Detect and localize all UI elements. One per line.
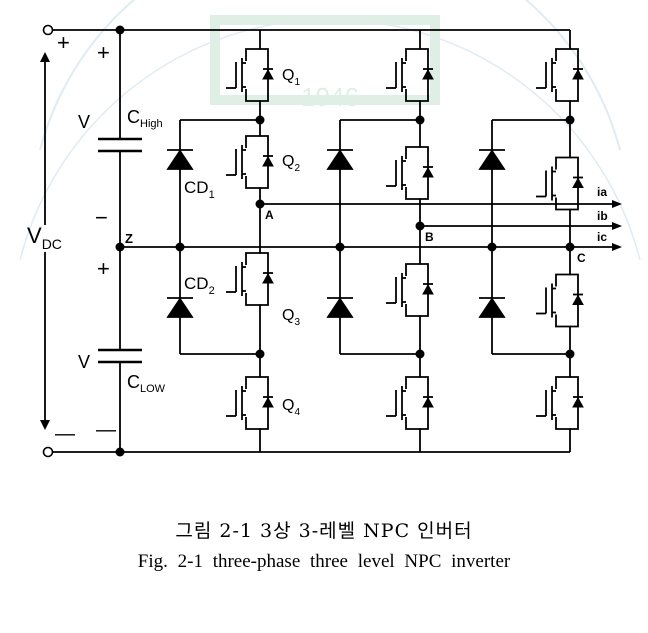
- clamp-diode-c2: [478, 297, 506, 318]
- igbt-c3: [536, 247, 584, 354]
- label-cd2: CD2: [184, 274, 215, 297]
- label-minus-bottom: —: [55, 423, 75, 445]
- label-node-a: A: [265, 208, 274, 222]
- junction-dot: [415, 115, 425, 125]
- arrow-ib: [612, 222, 622, 230]
- arrow-ic: [612, 243, 622, 251]
- junction-dot: [115, 25, 125, 35]
- igbt-b4: [386, 354, 434, 452]
- clamp-diode-cd1: [166, 149, 194, 170]
- label-node-c: C: [577, 251, 586, 265]
- capacitor-high: [98, 137, 142, 153]
- label-v-low: V: [78, 352, 90, 372]
- igbt-a2: [226, 120, 274, 204]
- label-q2: Q2: [282, 153, 300, 174]
- arrow-vdc-up: [40, 52, 50, 62]
- caption-korean: 그림 2-1 3상 3-레벨 NPC 인버터: [175, 520, 473, 542]
- label-plus-top: +: [57, 30, 70, 55]
- label-ib: ib: [597, 209, 608, 223]
- igbt-b2: [386, 120, 434, 226]
- label-minus-cap-low: —: [96, 419, 116, 441]
- university-watermark: 1946: [19, 0, 641, 261]
- igbt-a3: [226, 204, 274, 354]
- junction-dot: [565, 242, 575, 252]
- igbt-b1: [386, 30, 434, 120]
- igbt-a4: [226, 354, 274, 452]
- terminal-negative: [42, 446, 54, 458]
- igbt-b3: [386, 226, 434, 354]
- terminal-positive: [42, 24, 54, 36]
- capacitor-low: [98, 348, 142, 364]
- label-plus-cap-high: +: [97, 40, 110, 65]
- label-q4: Q4: [282, 397, 300, 418]
- label-v-high: V: [78, 112, 90, 132]
- junction-dot: [255, 199, 265, 209]
- junction-dot: [335, 242, 345, 252]
- label-c-high: CHigh: [127, 107, 163, 130]
- igbt-c4: [536, 354, 584, 452]
- junction-dot: [175, 242, 185, 252]
- label-z: Z: [125, 231, 133, 246]
- junction-dot: [565, 115, 575, 125]
- label-plus-cap-low: +: [97, 256, 110, 281]
- clamp-diode-b1: [326, 149, 354, 170]
- label-minus-cap-high: −: [95, 205, 108, 230]
- igbt-c1: [536, 30, 584, 120]
- igbt-c2: [536, 120, 584, 247]
- label-vdc: VDC: [27, 223, 62, 252]
- clamp-diode-b2: [326, 297, 354, 318]
- label-cd1: CD1: [184, 178, 215, 201]
- clamp-diode-c1: [478, 149, 506, 170]
- igbt-a1: [226, 30, 274, 120]
- label-ia: ia: [597, 185, 607, 199]
- caption-english: Fig. 2-1 three-phase three level NPC inv…: [137, 551, 511, 572]
- watermark-year: 1946: [301, 82, 359, 112]
- junction-dot: [255, 349, 265, 359]
- arrow-vdc-down: [40, 420, 50, 430]
- label-ic: ic: [597, 230, 607, 244]
- junction-dot: [255, 115, 265, 125]
- junction-dot: [115, 242, 125, 252]
- label-q1: Q1: [282, 67, 300, 88]
- junction-dot: [415, 221, 425, 231]
- label-q3: Q3: [282, 307, 300, 328]
- label-c-low: CLOW: [127, 372, 166, 395]
- junction-dot: [487, 242, 497, 252]
- junction-dot: [565, 349, 575, 359]
- clamp-diode-cd2: [166, 297, 194, 318]
- junction-dot: [415, 349, 425, 359]
- label-node-b: B: [425, 230, 434, 244]
- junction-dot: [115, 447, 125, 457]
- arrow-ia: [612, 200, 622, 208]
